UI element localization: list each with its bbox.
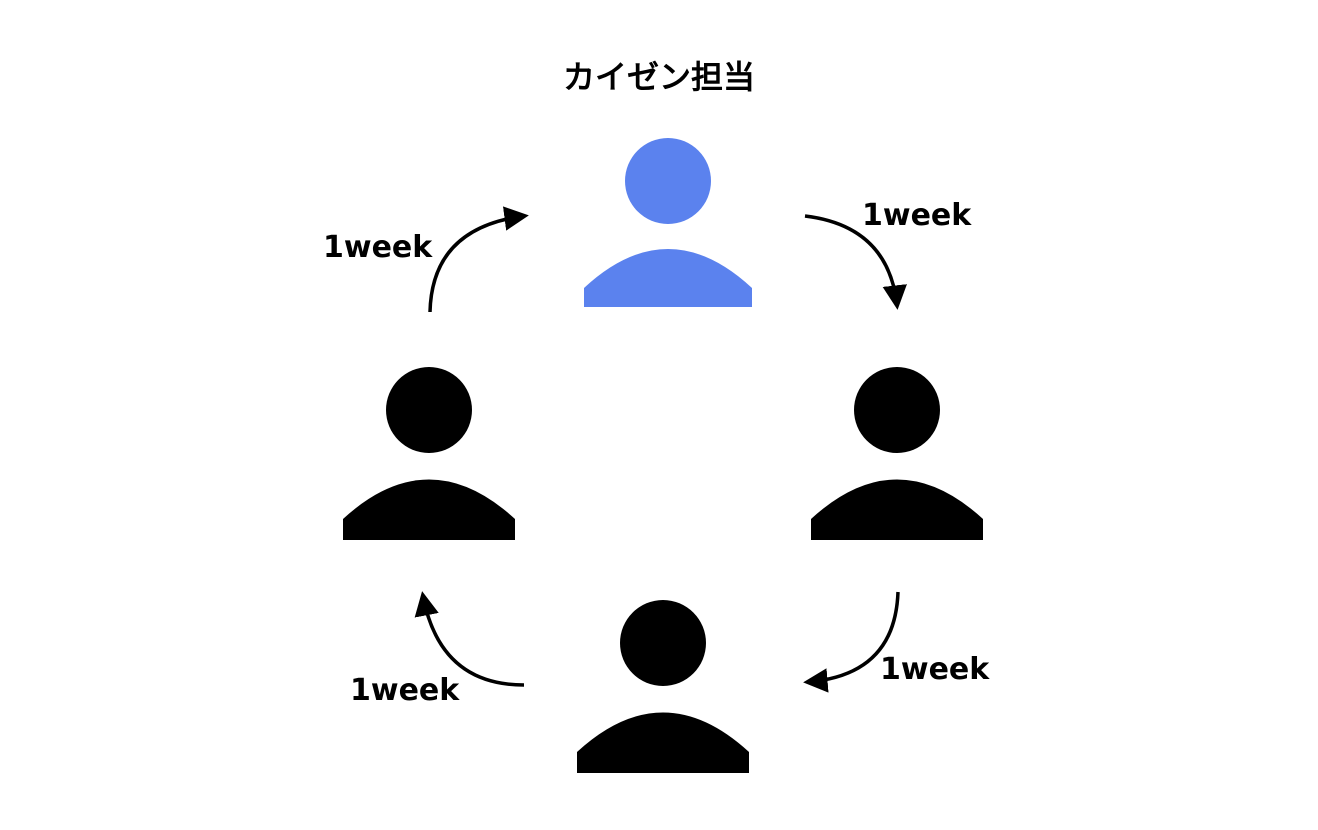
- diagram-title: カイゼン担当: [562, 58, 755, 96]
- person-right-icon: [811, 367, 983, 540]
- duration-label-bottom-right: 1week: [880, 652, 990, 687]
- person-top-icon: [584, 138, 752, 307]
- duration-label-bottom-left: 1week: [350, 673, 460, 708]
- arrow-top-to-right: [804, 214, 907, 310]
- person-left-icon: [343, 367, 515, 540]
- arrow-bottom-to-left: [414, 591, 525, 687]
- arrow-right-to-bottom: [803, 591, 900, 693]
- person-bottom-icon: [577, 600, 749, 773]
- duration-label-top-right: 1week: [862, 198, 972, 233]
- arrow-left-to-top: [428, 206, 529, 313]
- duration-label-top-left: 1week: [323, 230, 433, 265]
